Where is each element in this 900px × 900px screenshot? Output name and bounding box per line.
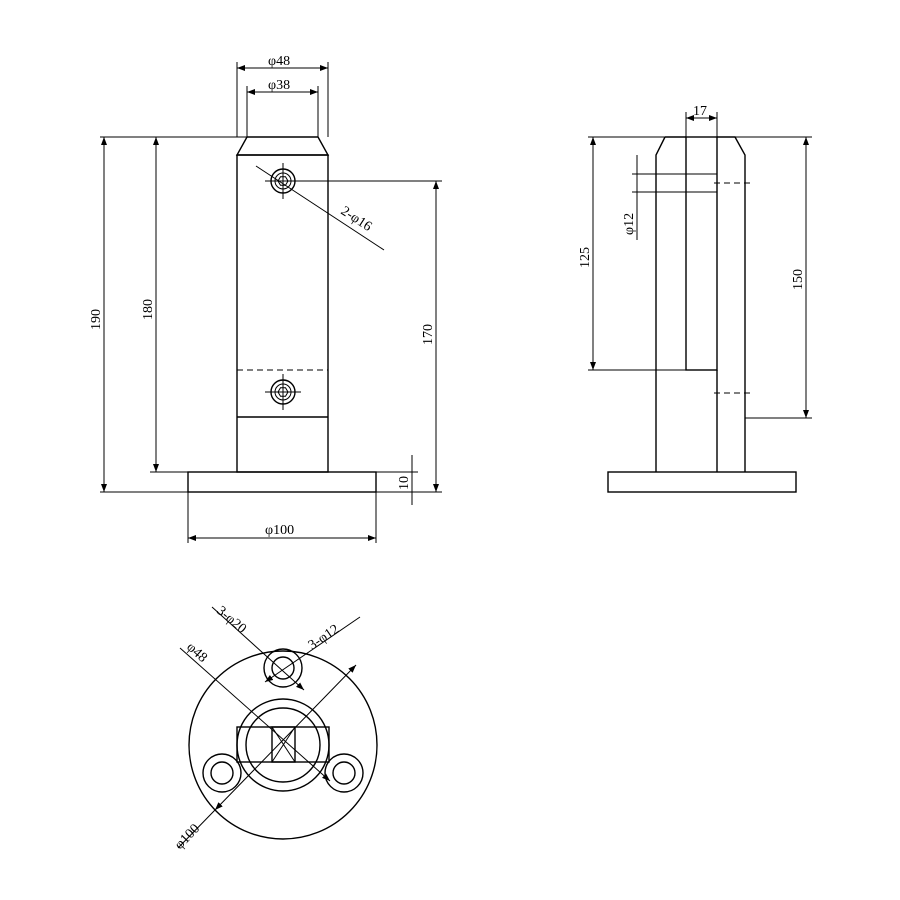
mount-hole — [324, 753, 364, 793]
post-body — [236, 154, 329, 473]
dim-hole-height: 170 — [421, 324, 436, 345]
front-view: φ48 φ38 2-φ16 190 180 170 10 φ100 — [89, 54, 442, 543]
base-circle — [188, 650, 378, 840]
bolt-hole-lower — [265, 374, 301, 410]
mount-hole — [263, 648, 303, 688]
dim-base-diameter: φ100 — [265, 523, 294, 538]
dim-slot-depth: 125 — [578, 247, 593, 268]
mount-hole — [202, 753, 242, 793]
dim-through-hole: 3-φ12 — [306, 622, 342, 653]
dim-slot-width: 17 — [693, 104, 707, 119]
dim-base-thickness: 10 — [397, 476, 412, 490]
dim-counterbore: 3-φ20 — [213, 604, 248, 637]
glass-slot — [685, 136, 718, 371]
post-cap — [235, 136, 330, 156]
dim-holes: 2-φ16 — [338, 204, 374, 235]
top-view: 3-φ20 3-φ12 φ48 φ100 — [172, 604, 378, 853]
base-plate — [187, 471, 377, 493]
dim-height-post: 180 — [141, 299, 156, 320]
dim-base-diameter-top: φ100 — [172, 821, 203, 852]
side-base-plate — [607, 471, 797, 493]
dim-height-total: 190 — [89, 309, 104, 330]
dim-post-height: 150 — [791, 269, 806, 290]
dim-post-diameter: φ48 — [183, 640, 209, 666]
side-post — [655, 136, 746, 472]
side-view: 17 φ12 125 150 — [578, 104, 812, 493]
dim-top-outer: φ48 — [268, 54, 290, 69]
dim-top-inner: φ38 — [268, 78, 290, 93]
dim-slot-hole: φ12 — [622, 213, 637, 235]
